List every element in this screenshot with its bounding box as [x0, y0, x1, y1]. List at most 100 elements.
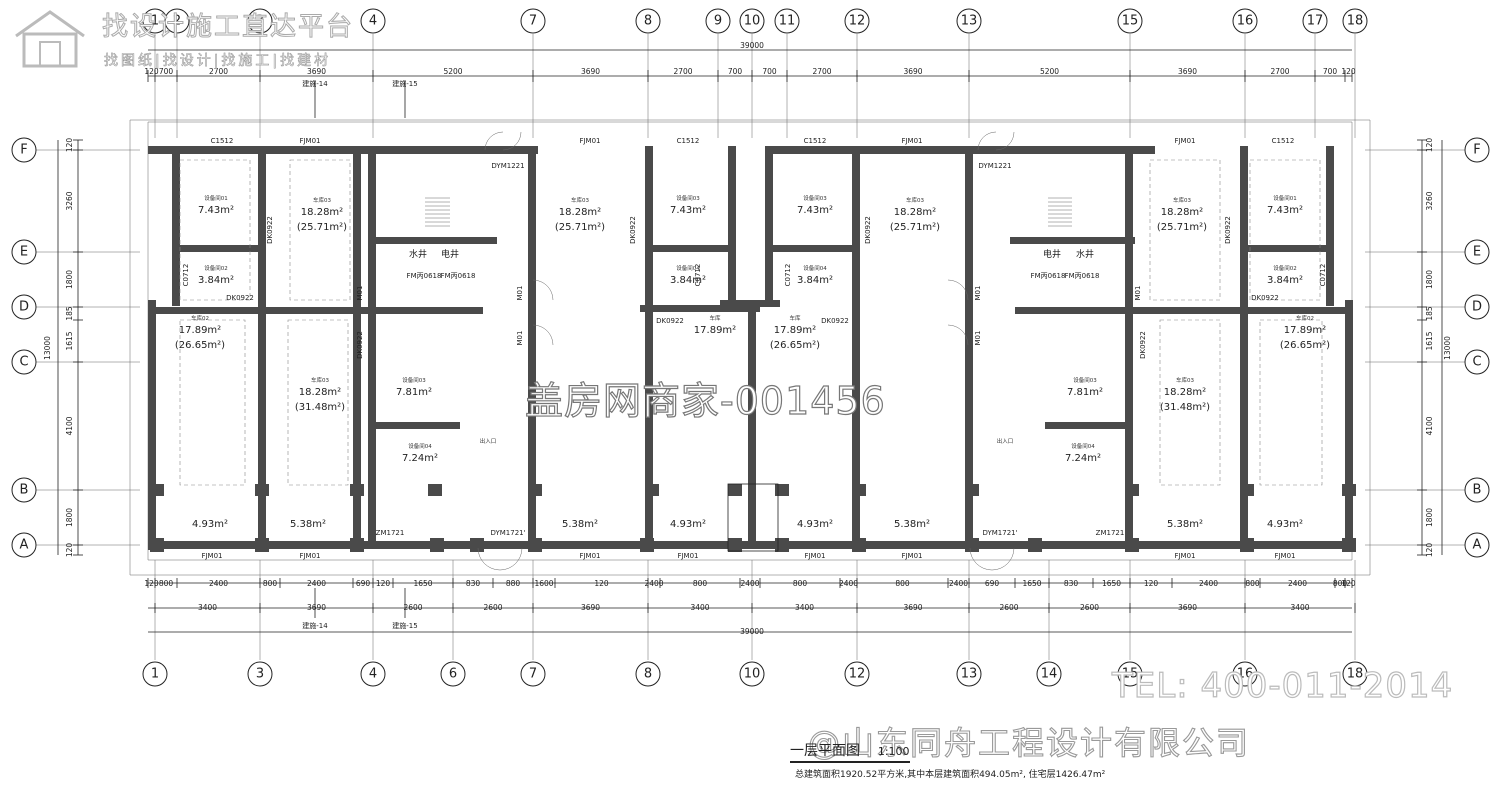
dim-bottom1-segment: 690	[985, 579, 1000, 588]
axis-label-top: 15	[1122, 14, 1139, 29]
axis-label-left: E	[20, 245, 28, 260]
door-label-fm0618: FM丙0618	[1065, 272, 1100, 280]
wall-interior-horizontal	[640, 305, 760, 312]
door-label-dk0922: DK0922	[821, 317, 849, 325]
axis-bubble-right	[1464, 532, 1490, 558]
door-label-m01: M01	[516, 331, 524, 346]
door-label-zm1721: ZM1721	[376, 529, 405, 537]
wall-interior-vertical	[1125, 146, 1133, 541]
door-swing-top-left	[484, 131, 522, 151]
room-area: 17.89m²	[694, 325, 736, 336]
dim-left-segment: 185	[65, 306, 74, 321]
axis-label-left: A	[20, 538, 29, 553]
wall-interior-vertical	[368, 146, 376, 541]
room-sub-area: (31.48m²)	[295, 402, 345, 413]
room-name: 设备间04	[1071, 442, 1095, 450]
axis-label-top: 2	[173, 14, 181, 29]
axis-bubble-bottom	[1117, 661, 1143, 687]
column-b-row	[1125, 484, 1139, 496]
dim-right-segment: 4100	[1425, 416, 1434, 435]
axis-bubble-top	[1117, 8, 1143, 34]
watermark-logo	[10, 8, 90, 70]
dim-bottom1-segment: 800	[159, 579, 174, 588]
dim-bottom2-segment: 2600	[403, 603, 422, 612]
door-label-dym1221: DYM1221	[491, 162, 524, 170]
door-label-dk0922: DK0922	[1224, 216, 1232, 244]
room-sub-area: (26.65m²)	[175, 340, 225, 351]
axis-bubble-bottom	[142, 661, 168, 687]
door-label: FJM01	[1174, 137, 1195, 145]
dim-bottom1-segment: 120	[376, 579, 391, 588]
axis-label-top: 10	[744, 14, 761, 29]
dim-bottom1-segment: 2400	[839, 579, 858, 588]
dim-bottom1-segment: 120	[1144, 579, 1159, 588]
dim-top-segment: 120	[144, 67, 159, 76]
axis-label-left: C	[19, 355, 28, 370]
room-sub-area: (25.71m²)	[1157, 222, 1207, 233]
room-area: 3.84m²	[670, 275, 706, 286]
door-label: FJM01	[1174, 552, 1195, 560]
dim-bottom1-segment: 2400	[209, 579, 228, 588]
dim-bottom1-segment: 120	[594, 579, 609, 588]
dim-bottom2-segment: 3690	[903, 603, 922, 612]
wall-interior-horizontal	[172, 245, 262, 252]
axis-label-top: 9	[714, 14, 722, 29]
watermark-tel: TEL: 400-011-2014	[1111, 665, 1454, 706]
axis-label-top: 7	[529, 14, 537, 29]
room-name: 设备间01	[1273, 194, 1297, 202]
axis-label-bottom: 14	[1041, 667, 1058, 682]
door-label-zm1721: ZM1721	[1096, 529, 1125, 537]
axis-label-left: D	[19, 300, 29, 315]
door-label: FJM01	[579, 552, 600, 560]
wall-interior-vertical	[645, 146, 653, 541]
bottom-room-area: 5.38m²	[1167, 519, 1203, 530]
room-name: 设备间02	[204, 264, 228, 272]
dim-bottom2-segment: 2600	[1080, 603, 1099, 612]
dim-bottom2-segment: 3400	[690, 603, 709, 612]
dim-top-segment: 2700	[1270, 67, 1289, 76]
room-area: 17.89m²	[1284, 325, 1326, 336]
parking-outline	[179, 159, 251, 301]
wall-left-upper	[172, 146, 180, 306]
axis-bubble-bottom	[360, 661, 386, 687]
dim-bottom1-segment: 800	[1245, 579, 1260, 588]
door-label: FJM01	[1274, 552, 1295, 560]
drawing-title: 一层平面图 1:100	[790, 740, 910, 760]
shaft-water: 水井	[1076, 248, 1094, 260]
shaft-water: 水井	[409, 248, 427, 260]
dim-top-segment: 700	[762, 67, 777, 76]
door-swing-bottom-right	[969, 547, 1015, 571]
door-swing-top-right	[977, 131, 1015, 151]
dim-left-segment: 3260	[65, 191, 74, 210]
parking-outline	[1159, 319, 1221, 486]
column-a-row	[1240, 538, 1254, 552]
axis-bubble-top	[1232, 8, 1258, 34]
wall-interior-vertical	[528, 146, 536, 541]
dim-bottom2-segment: 2600	[999, 603, 1018, 612]
dim-bottom1-segment: 1650	[413, 579, 432, 588]
column-a-row	[728, 538, 742, 552]
dim-right-segment: 1800	[1425, 270, 1434, 289]
room-area: 18.28m²	[1164, 387, 1206, 398]
column-a-row	[965, 538, 979, 552]
door-label-dk0922: DK0922	[1139, 331, 1147, 359]
parking-outline	[289, 159, 351, 301]
room-area: 3.84m²	[797, 275, 833, 286]
column-a-row	[1125, 538, 1139, 552]
parking-outline	[1249, 159, 1321, 301]
area-note: 总建筑面积1920.52平方米,其中本层建筑面积494.05m², 住宅层142…	[795, 770, 1106, 780]
column-a-row	[1342, 538, 1356, 552]
axis-label-top: 13	[961, 14, 978, 29]
bottom-room-area: 5.38m²	[894, 519, 930, 530]
wall-interior-horizontal	[765, 245, 855, 252]
dim-bottom1-segment: 2400	[307, 579, 326, 588]
drawing-title-underline	[790, 761, 910, 763]
door-label-dk0922: DK0922	[1251, 294, 1279, 302]
room-name: 设备间02	[1273, 264, 1297, 272]
parking-outline	[287, 319, 349, 486]
door-label: FJM01	[299, 137, 320, 145]
dim-left-segment: 120	[65, 543, 74, 558]
room-name: 车库02	[1296, 314, 1314, 322]
